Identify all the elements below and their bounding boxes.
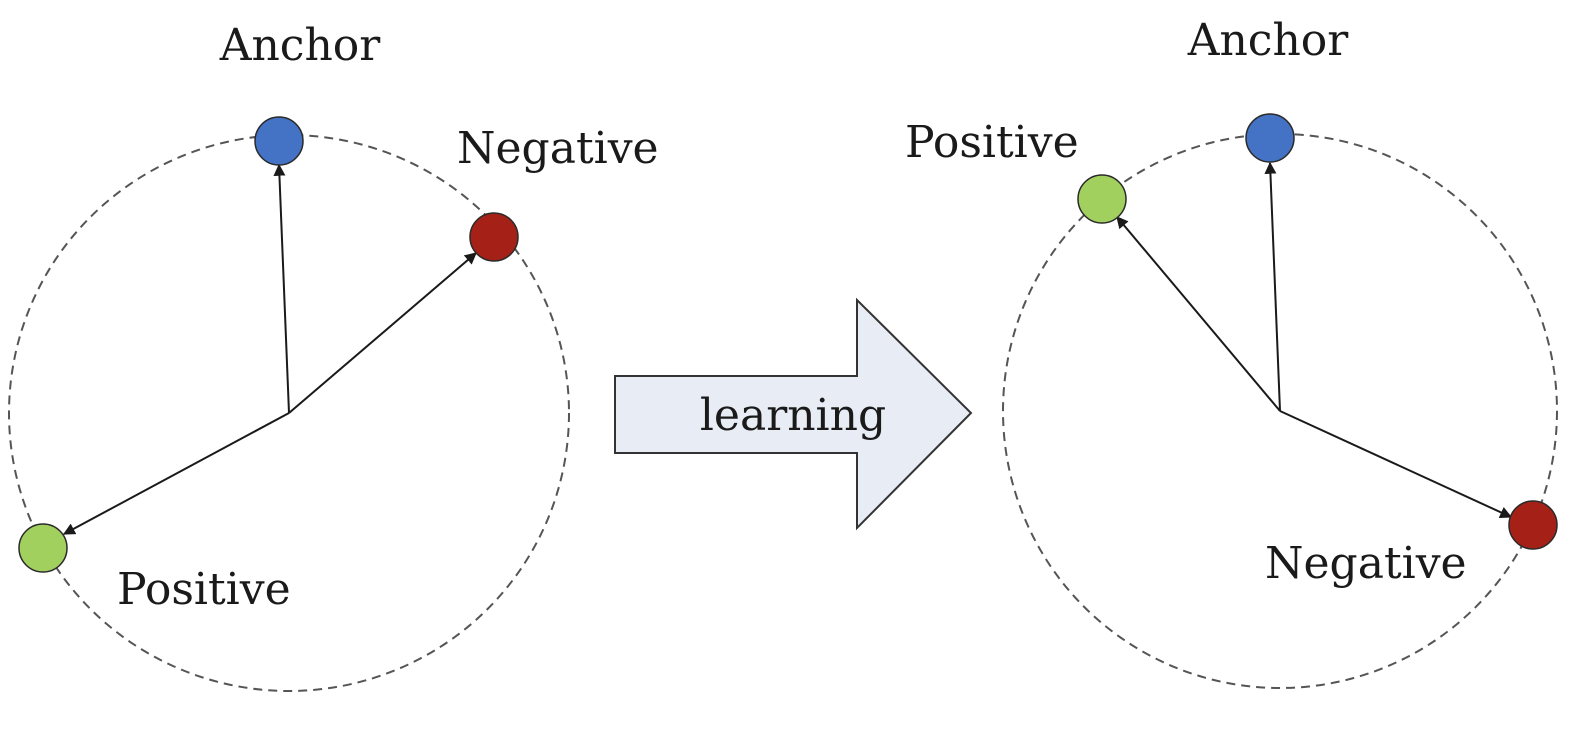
before-panel: Anchor Negative Positive [8,20,659,692]
after-embedding-circle [1002,133,1558,689]
before-negative-label: Negative [457,123,659,174]
before-positive-vector [62,412,290,535]
after-negative-vector [1279,410,1513,518]
after-anchor-vector [1264,161,1281,412]
before-positive-node [18,523,68,573]
after-anchor-label: Anchor [1187,15,1350,66]
after-anchor-node [1245,113,1295,163]
after-negative-label: Negative [1265,538,1467,589]
after-positive-node [1077,174,1127,224]
before-negative-node [469,212,519,262]
after-positive-label: Positive [905,117,1079,168]
before-anchor-label: Anchor [219,20,382,71]
before-positive-label: Positive [117,564,291,615]
before-negative-vector [288,252,477,414]
learning-label: learning [700,390,886,441]
before-anchor-vector [273,163,290,414]
after-positive-vector [1116,216,1281,412]
after-panel: Anchor Positive Negative [905,15,1558,689]
learning-arrow-shape [614,297,973,531]
learning-transition: learning [614,297,973,531]
after-negative-node [1508,500,1558,550]
before-embedding-circle [8,134,570,692]
before-anchor-node [254,116,304,166]
